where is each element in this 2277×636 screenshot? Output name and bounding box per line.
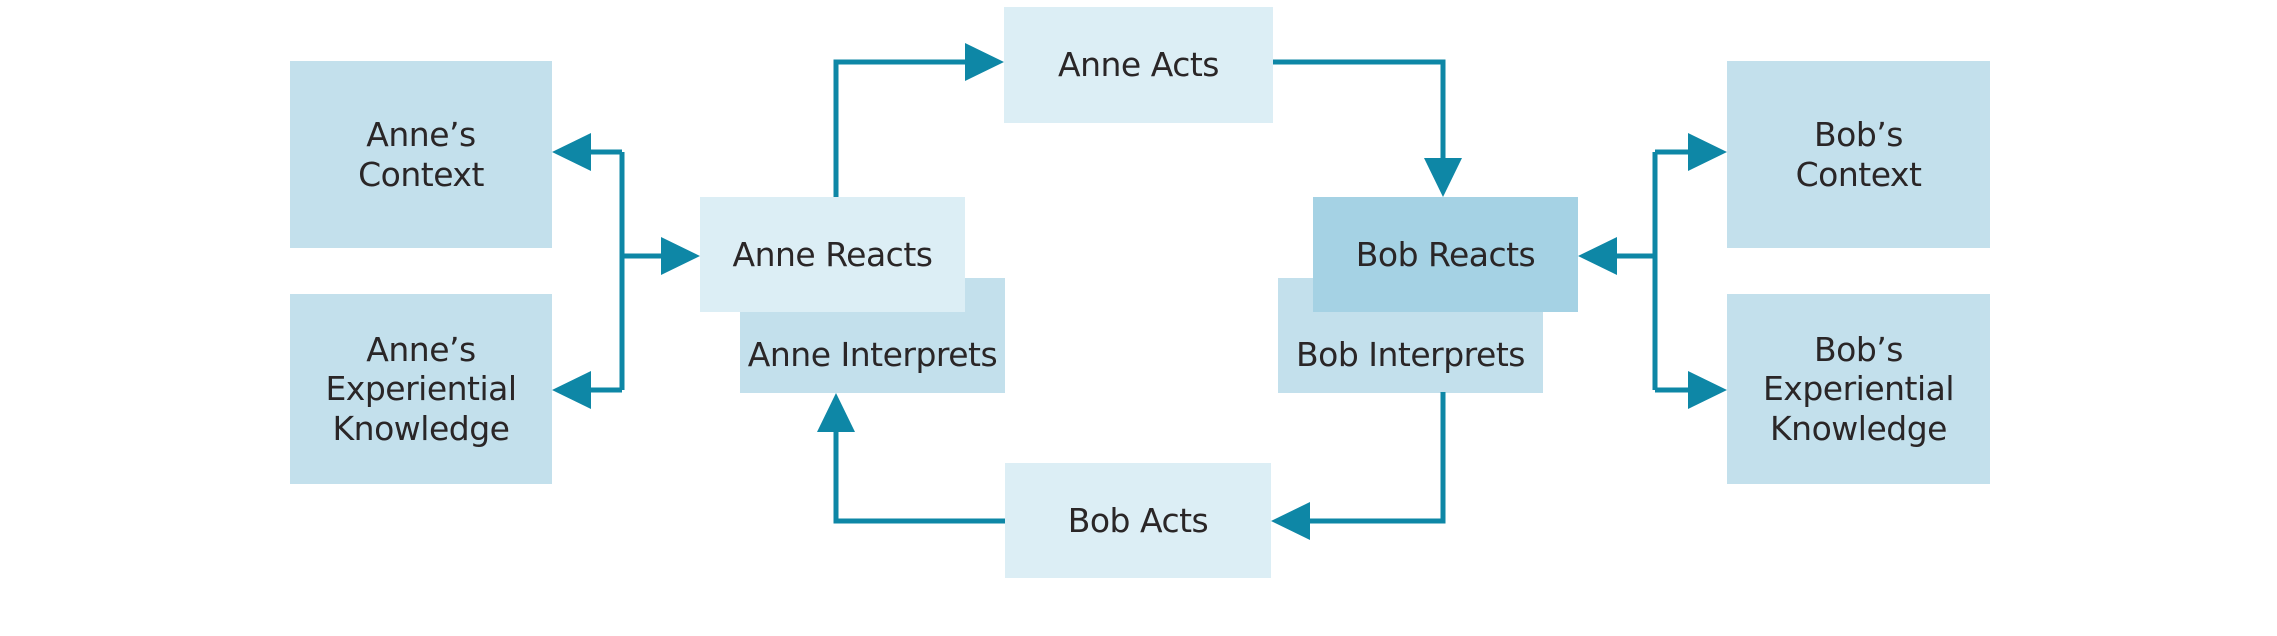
arrowhead-into-anne-acts-icon xyxy=(965,43,1004,81)
bob-reacts-box: Bob Reacts xyxy=(1313,197,1578,312)
arrowhead-into-anne-reacts-icon xyxy=(661,237,700,275)
arrowhead-into-anne-context-icon xyxy=(552,133,591,171)
anne-acts-to-bob-reacts-line xyxy=(1273,59,1446,158)
arrowhead-into-bob-experiential-knowledge-icon xyxy=(1688,371,1727,409)
arrowhead-into-anne-interprets-icon xyxy=(817,393,855,432)
arrowhead-into-bob-context-icon xyxy=(1688,133,1727,171)
arrowhead-into-bob-reacts-top-icon xyxy=(1424,158,1462,197)
arrowhead-into-bob-reacts-side-icon xyxy=(1578,237,1617,275)
anne-reacts-to-anne-acts-line xyxy=(833,59,965,197)
bob-experiential-knowledge-box: Bob’s Experiential Knowledge xyxy=(1727,294,1990,484)
anne-reacts-box: Anne Reacts xyxy=(700,197,965,312)
anne-context-box: Anne’s Context xyxy=(290,61,552,248)
arrowhead-into-anne-experiential-knowledge-icon xyxy=(552,371,591,409)
anne-experiential-knowledge-box: Anne’s Experiential Knowledge xyxy=(290,294,552,484)
arrowhead-into-bob-acts-icon xyxy=(1271,502,1310,540)
bob-interprets-to-bob-acts-line xyxy=(1310,392,1446,524)
bob-context-box: Bob’s Context xyxy=(1727,61,1990,248)
bob-acts-to-anne-interprets-line xyxy=(833,432,1005,524)
bob-acts-box: Bob Acts xyxy=(1005,463,1271,578)
anne-acts-box: Anne Acts xyxy=(1004,7,1273,123)
